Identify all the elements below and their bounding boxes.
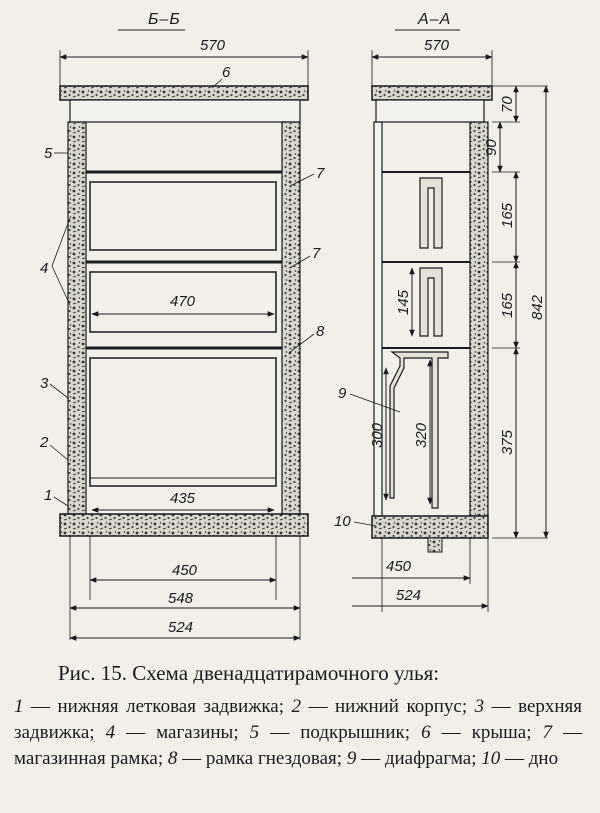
dim-left-450: 450 xyxy=(172,562,198,579)
roof-left xyxy=(59,85,309,101)
dim-right-320: 320 xyxy=(413,422,430,448)
legend-item: 9 — диафрагма; xyxy=(346,748,477,769)
legend-item: 8 — рамка гнездовая; xyxy=(167,748,343,769)
dim-left-570: 570 xyxy=(200,37,226,54)
figure-legend: 1 — нижняя летковая задвижка; 2 — нижний… xyxy=(14,694,582,772)
wall-right-front xyxy=(373,121,383,517)
legend-item: 2 — нижний корпус; xyxy=(291,696,468,717)
dim-right-145: 145 xyxy=(395,289,412,315)
part-label-10: 10 xyxy=(334,513,351,530)
section-label-right: А–А xyxy=(417,11,451,28)
diaphragm xyxy=(389,351,449,509)
dim-right-165b: 165 xyxy=(499,292,516,318)
dim-left-470: 470 xyxy=(170,293,196,310)
store-frame-profile-upper xyxy=(419,177,443,249)
nest-frame xyxy=(89,357,277,487)
part-label-7b: 7 xyxy=(312,245,321,262)
legend-item: 1 — нижняя летковая задвижка; xyxy=(14,696,284,717)
part-label-7a: 7 xyxy=(316,165,325,182)
store-frame-lower xyxy=(89,271,277,333)
figure-caption-title: Рис. 15. Схема двенадцатирамочного улья: xyxy=(58,661,440,685)
roof-right xyxy=(371,85,493,101)
legend-item: 6 — крыша; xyxy=(421,722,532,743)
dim-right-570: 570 xyxy=(424,37,450,54)
part-label-1: 1 xyxy=(44,487,52,504)
legend-item: 3 — верхняя задвижка; xyxy=(14,696,583,743)
dim-right-375: 375 xyxy=(499,429,516,455)
legend-item: 5 — подкрышник; xyxy=(249,722,411,743)
legend-item: 7 — магазинная рамка; xyxy=(14,722,583,769)
wall-left-outer xyxy=(67,121,87,515)
dim-left-524: 524 xyxy=(168,619,193,636)
subroof-right xyxy=(375,99,485,123)
bottom-left xyxy=(59,513,309,537)
part-label-3: 3 xyxy=(40,375,49,392)
dim-right-842: 842 xyxy=(529,294,546,320)
dim-right-300: 300 xyxy=(369,422,386,448)
store-frame-profile-lower xyxy=(419,267,443,337)
section-label-left: Б–Б xyxy=(148,11,181,28)
dim-right-70: 70 xyxy=(499,96,516,113)
part-label-5: 5 xyxy=(44,145,53,162)
part-label-2: 2 xyxy=(39,434,49,451)
dim-right-450: 450 xyxy=(386,558,412,575)
wall-right-outer xyxy=(281,121,301,515)
dim-right-90: 90 xyxy=(483,139,500,156)
hive-diagram: Б–Б 570 470 435 450 548 524 5 4 3 2 1 6 xyxy=(39,11,549,641)
part-label-8: 8 xyxy=(316,323,325,340)
subroof-left xyxy=(69,99,301,123)
dim-left-548: 548 xyxy=(168,590,194,607)
part-label-9: 9 xyxy=(338,385,347,402)
dim-right-165a: 165 xyxy=(499,202,516,228)
part-label-4: 4 xyxy=(40,260,48,277)
bottom-right xyxy=(371,515,489,539)
part-label-6: 6 xyxy=(222,64,231,81)
entrance-block xyxy=(427,537,443,553)
wall-right-back xyxy=(469,121,489,517)
legend-item: 4 — магазины; xyxy=(105,722,239,743)
dim-right-524: 524 xyxy=(396,587,421,604)
legend-item: 10 — дно xyxy=(481,748,559,769)
dim-left-435: 435 xyxy=(170,490,196,507)
store-frame-upper xyxy=(89,181,277,251)
